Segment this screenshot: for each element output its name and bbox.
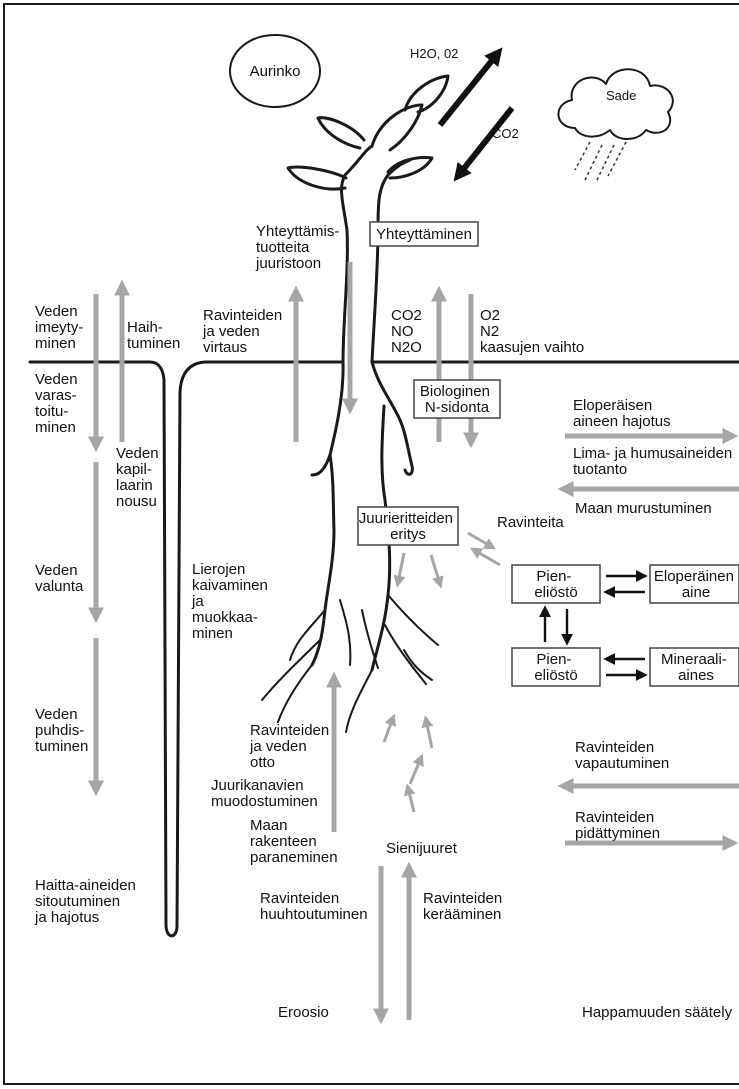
nutrient-retention-label: Ravinteiden pidättyminen [575, 809, 660, 842]
nutrient-water-uptake-label: Ravinteiden ja veden otto [249, 722, 333, 771]
water-absorption-label: Veden imeyty- minen [35, 303, 88, 352]
gas-out-arrow [440, 53, 498, 125]
root-channels-label: Juurikanavien muodostuminen [211, 777, 318, 810]
aggregation-label: Maan murustuminen [575, 500, 712, 517]
gas-in-label: CO2 [492, 126, 519, 141]
water-storage-label: Veden varas- toitu- minen [35, 371, 82, 436]
sun-label: Aurinko [250, 63, 301, 80]
mucus-humus-label: Lima- ja humusaineiden tuotanto [573, 445, 736, 478]
myco-arrow-1 [384, 718, 393, 742]
nitrogen-fixation-label: Biologinen N-sidonta [420, 383, 494, 416]
nutrient-exchange-arrow-1 [468, 533, 492, 547]
root-system [262, 362, 438, 732]
exudate-arrow-2 [431, 555, 440, 584]
myco-arrow-3 [410, 758, 421, 784]
nutrient-water-flow-label: Ravinteiden ja veden virtaus [202, 307, 286, 356]
myco-arrow-4 [408, 788, 414, 812]
soil-gases-in-label: CO2 NO N2O [391, 307, 426, 356]
exudate-arrow-1 [398, 553, 404, 583]
nutrient-collection-label: Ravinteiden kerääminen [423, 890, 506, 923]
gas-in-arrow [458, 108, 512, 176]
mycorrhiza-label: Sienijuuret [386, 840, 458, 857]
runoff-label: Veden valunta [35, 562, 84, 595]
rain-icon [575, 142, 626, 182]
photosynthesis-label: Yhteyttäminen [376, 226, 472, 243]
microbes-box-2-label: Pien- eliöstö [534, 651, 577, 684]
acidity-regulation-label: Happamuuden säätely [582, 1004, 733, 1021]
nutrients-small-label: Ravinteita [497, 514, 564, 531]
cloud-icon [558, 69, 672, 139]
organic-decomp-label: Eloperäisen aineen hajotus [573, 397, 671, 430]
soil-gases-out-label: O2 N2 kaasujen vaihto [480, 307, 584, 356]
myco-arrow-2 [426, 720, 432, 748]
erosion-label: Eroosio [278, 1004, 329, 1021]
microbes-box-1-label: Pien- eliöstö [534, 568, 577, 601]
gas-out-label: H2O, 02 [410, 46, 458, 61]
cloud-label: Sade [606, 88, 636, 103]
products-to-roots-label: Yhteyttämis- tuotteita juuristoon [255, 223, 344, 272]
nutrient-exchange-arrow-2 [474, 550, 500, 565]
nutrient-release-label: Ravinteiden vapautuminen [575, 739, 669, 772]
evaporation-label: Haih- tuminen [127, 319, 180, 352]
capillary-rise-label: Veden kapil- laarin nousu [116, 445, 163, 510]
leaching-label: Ravinteiden huuhtoutuminen [260, 890, 368, 923]
pollutant-binding-label: Haitta-aineiden sitoutuminen ja hajotus [34, 877, 140, 926]
water-purification-label: Veden puhdis- tuminen [35, 706, 88, 755]
earthworms-label: Lierojen kaivaminen ja muokkaa- minen [191, 561, 272, 642]
soil-structure-label: Maan rakenteen paraneminen [250, 817, 338, 866]
